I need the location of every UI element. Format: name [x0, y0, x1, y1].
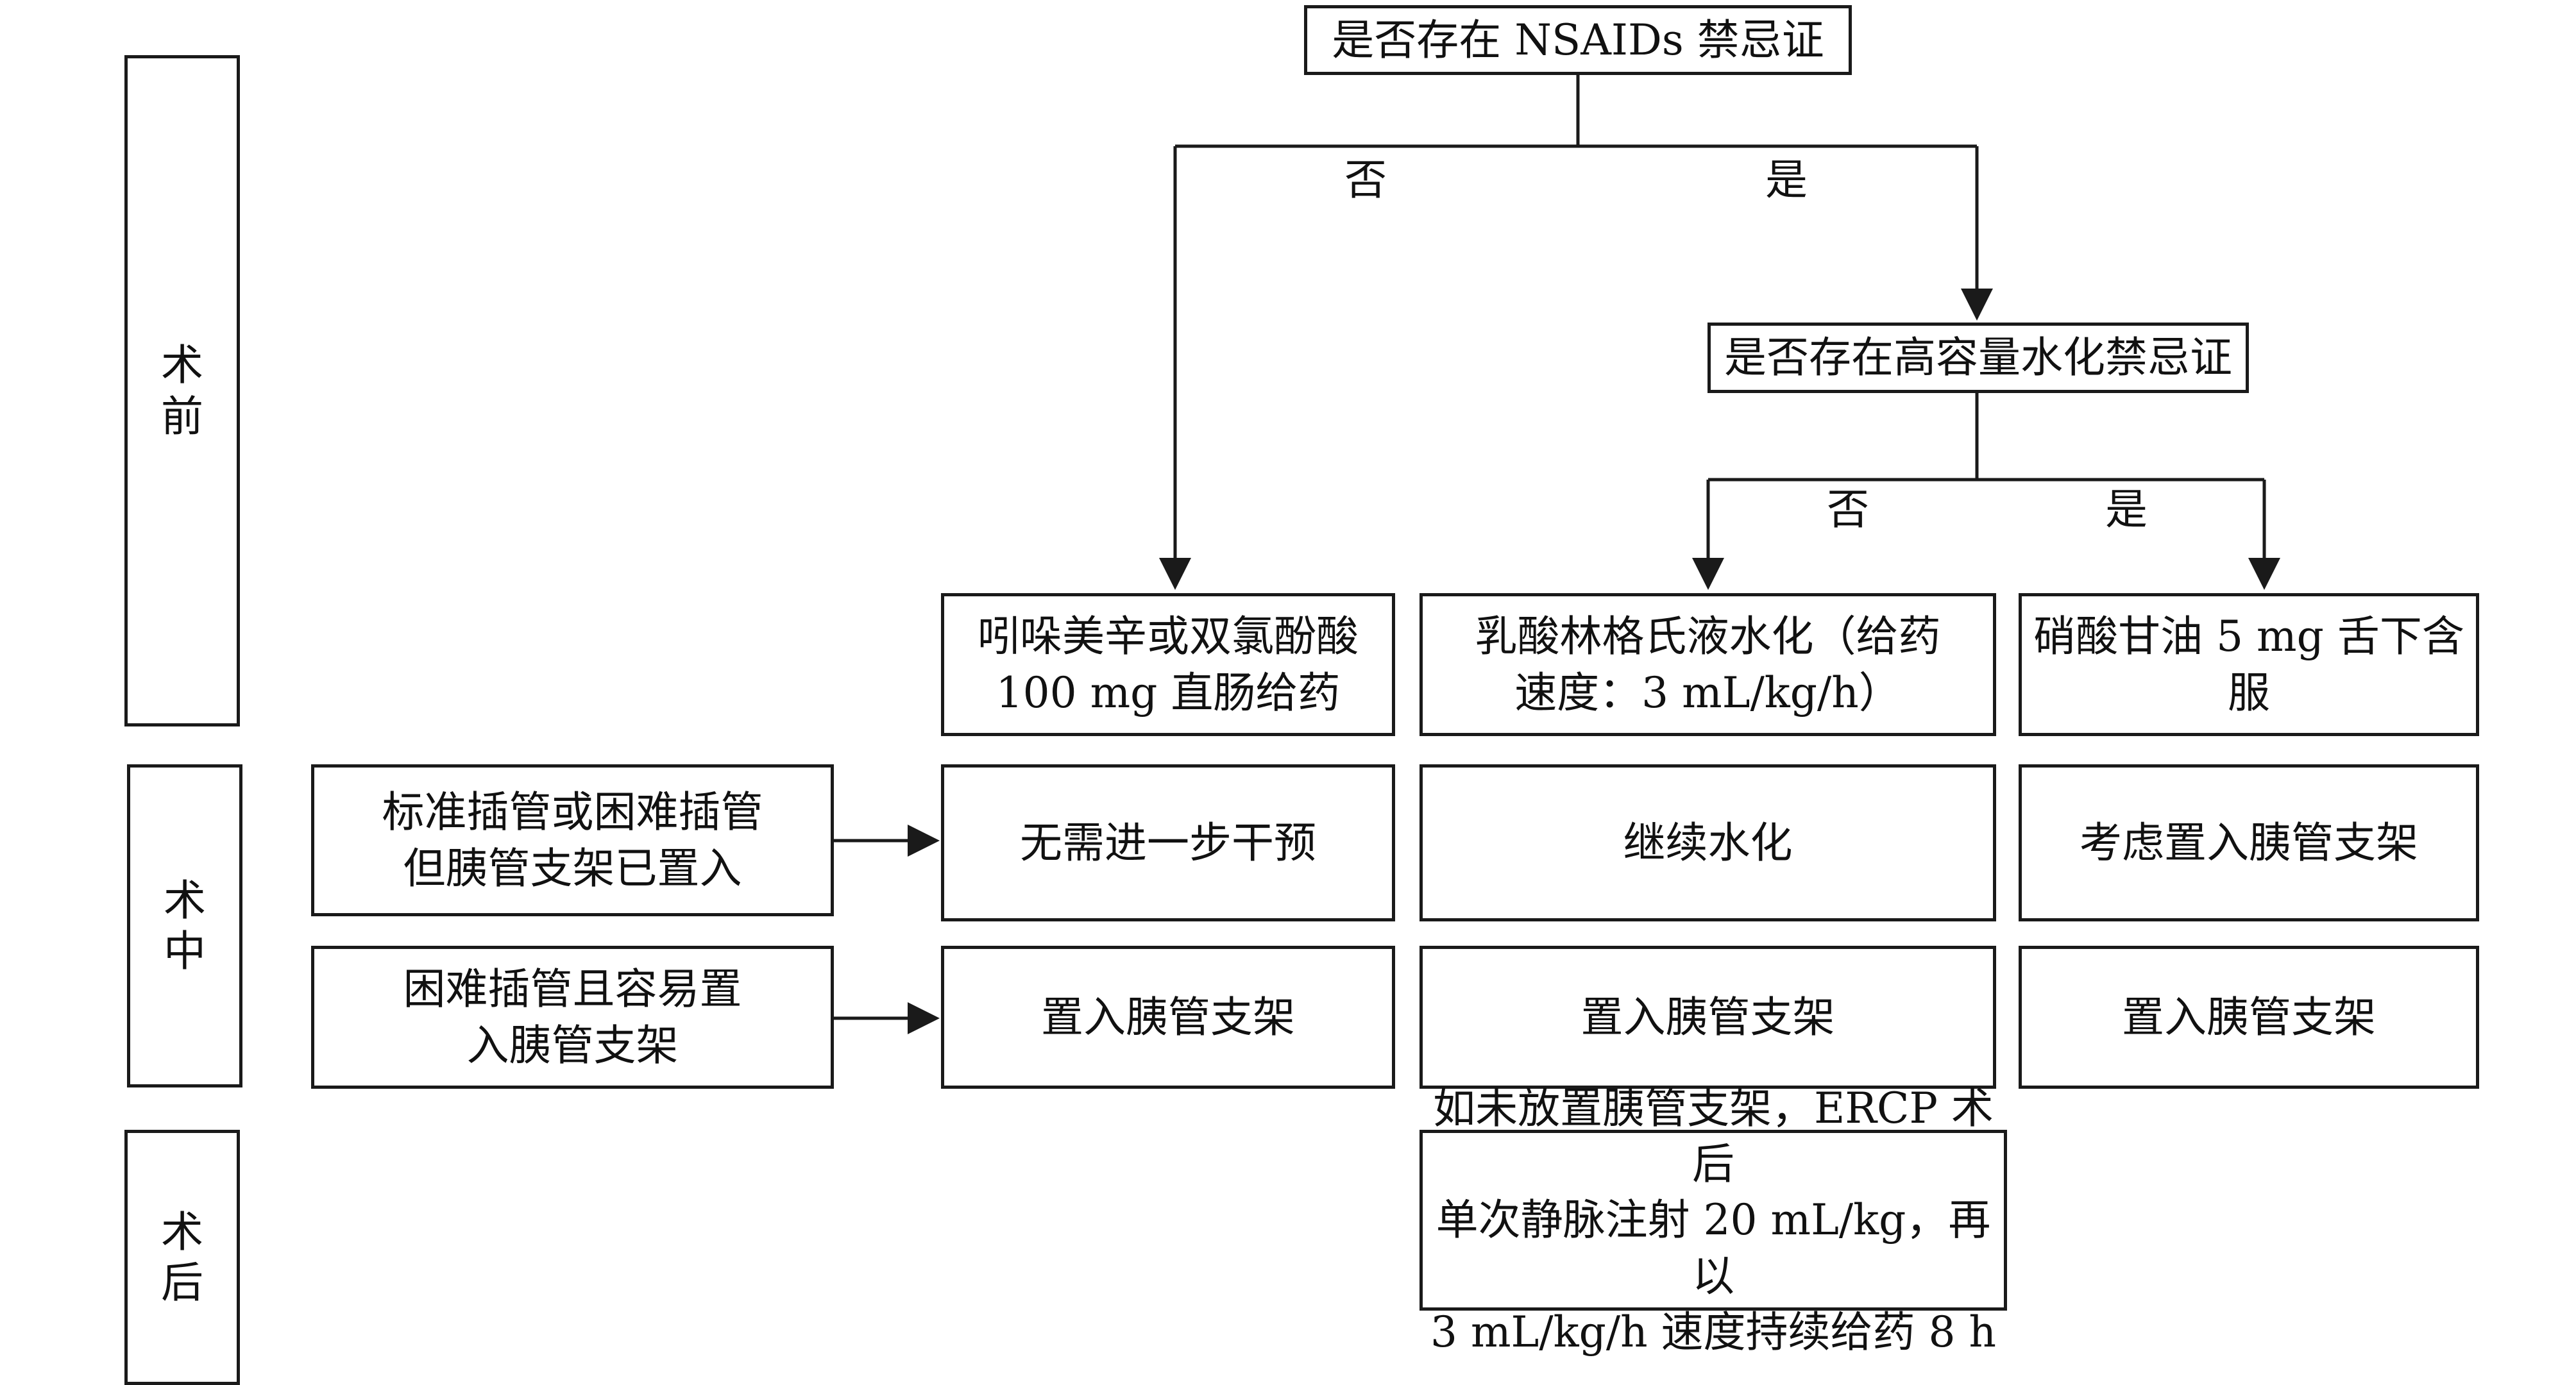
node-nitroglycerin-sublingual: 硝酸甘油 5 mg 舌下含服	[2019, 593, 2479, 736]
node-no-further-intervention: 无需进一步干预	[941, 764, 1395, 921]
node-consider-pancreatic-stent: 考虑置入胰管支架	[2019, 764, 2479, 921]
phase-label-pre: 术前	[161, 340, 203, 441]
node-continue-hydration: 继续水化	[1419, 764, 1996, 921]
node-place-pancreatic-stent-1: 置入胰管支架	[941, 946, 1395, 1089]
decision-hydration-contraindication: 是否存在高容量水化禁忌证	[1707, 323, 2249, 393]
node-difficult-cannulation: 困难插管且容易置 入胰管支架	[311, 946, 834, 1089]
phase-label-intra: 术中	[164, 875, 206, 976]
node-lactated-ringer-hydration: 乳酸林格氏液水化（给药 速度：3 mL/kg/h）	[1419, 593, 1996, 736]
decision-nsaids-contraindication: 是否存在 NSAIDs 禁忌证	[1304, 5, 1852, 75]
phase-preoperative: 术前	[124, 55, 240, 726]
node-standard-cannulation: 标准插管或困难插管 但胰管支架已置入	[311, 764, 834, 916]
node-place-pancreatic-stent-2: 置入胰管支架	[1419, 946, 1996, 1089]
edge-label-nsaids-no: 否	[1344, 155, 1387, 205]
edge-label-hydration-no: 否	[1827, 485, 1869, 534]
node-indomethacin-rectal: 吲哚美辛或双氯酚酸 100 mg 直肠给药	[941, 593, 1395, 736]
edge-label-hydration-yes: 是	[2105, 485, 2148, 534]
edge-label-nsaids-yes: 是	[1765, 155, 1808, 205]
node-place-pancreatic-stent-3: 置入胰管支架	[2019, 946, 2479, 1089]
node-post-ercp-regimen: 如未放置胰管支架，ERCP 术后 单次静脉注射 20 mL/kg，再以 3 mL…	[1419, 1084, 2007, 1357]
phase-postoperative: 术后	[124, 1130, 240, 1385]
phase-intraoperative: 术中	[127, 764, 242, 1087]
phase-label-post: 术后	[161, 1207, 203, 1307]
